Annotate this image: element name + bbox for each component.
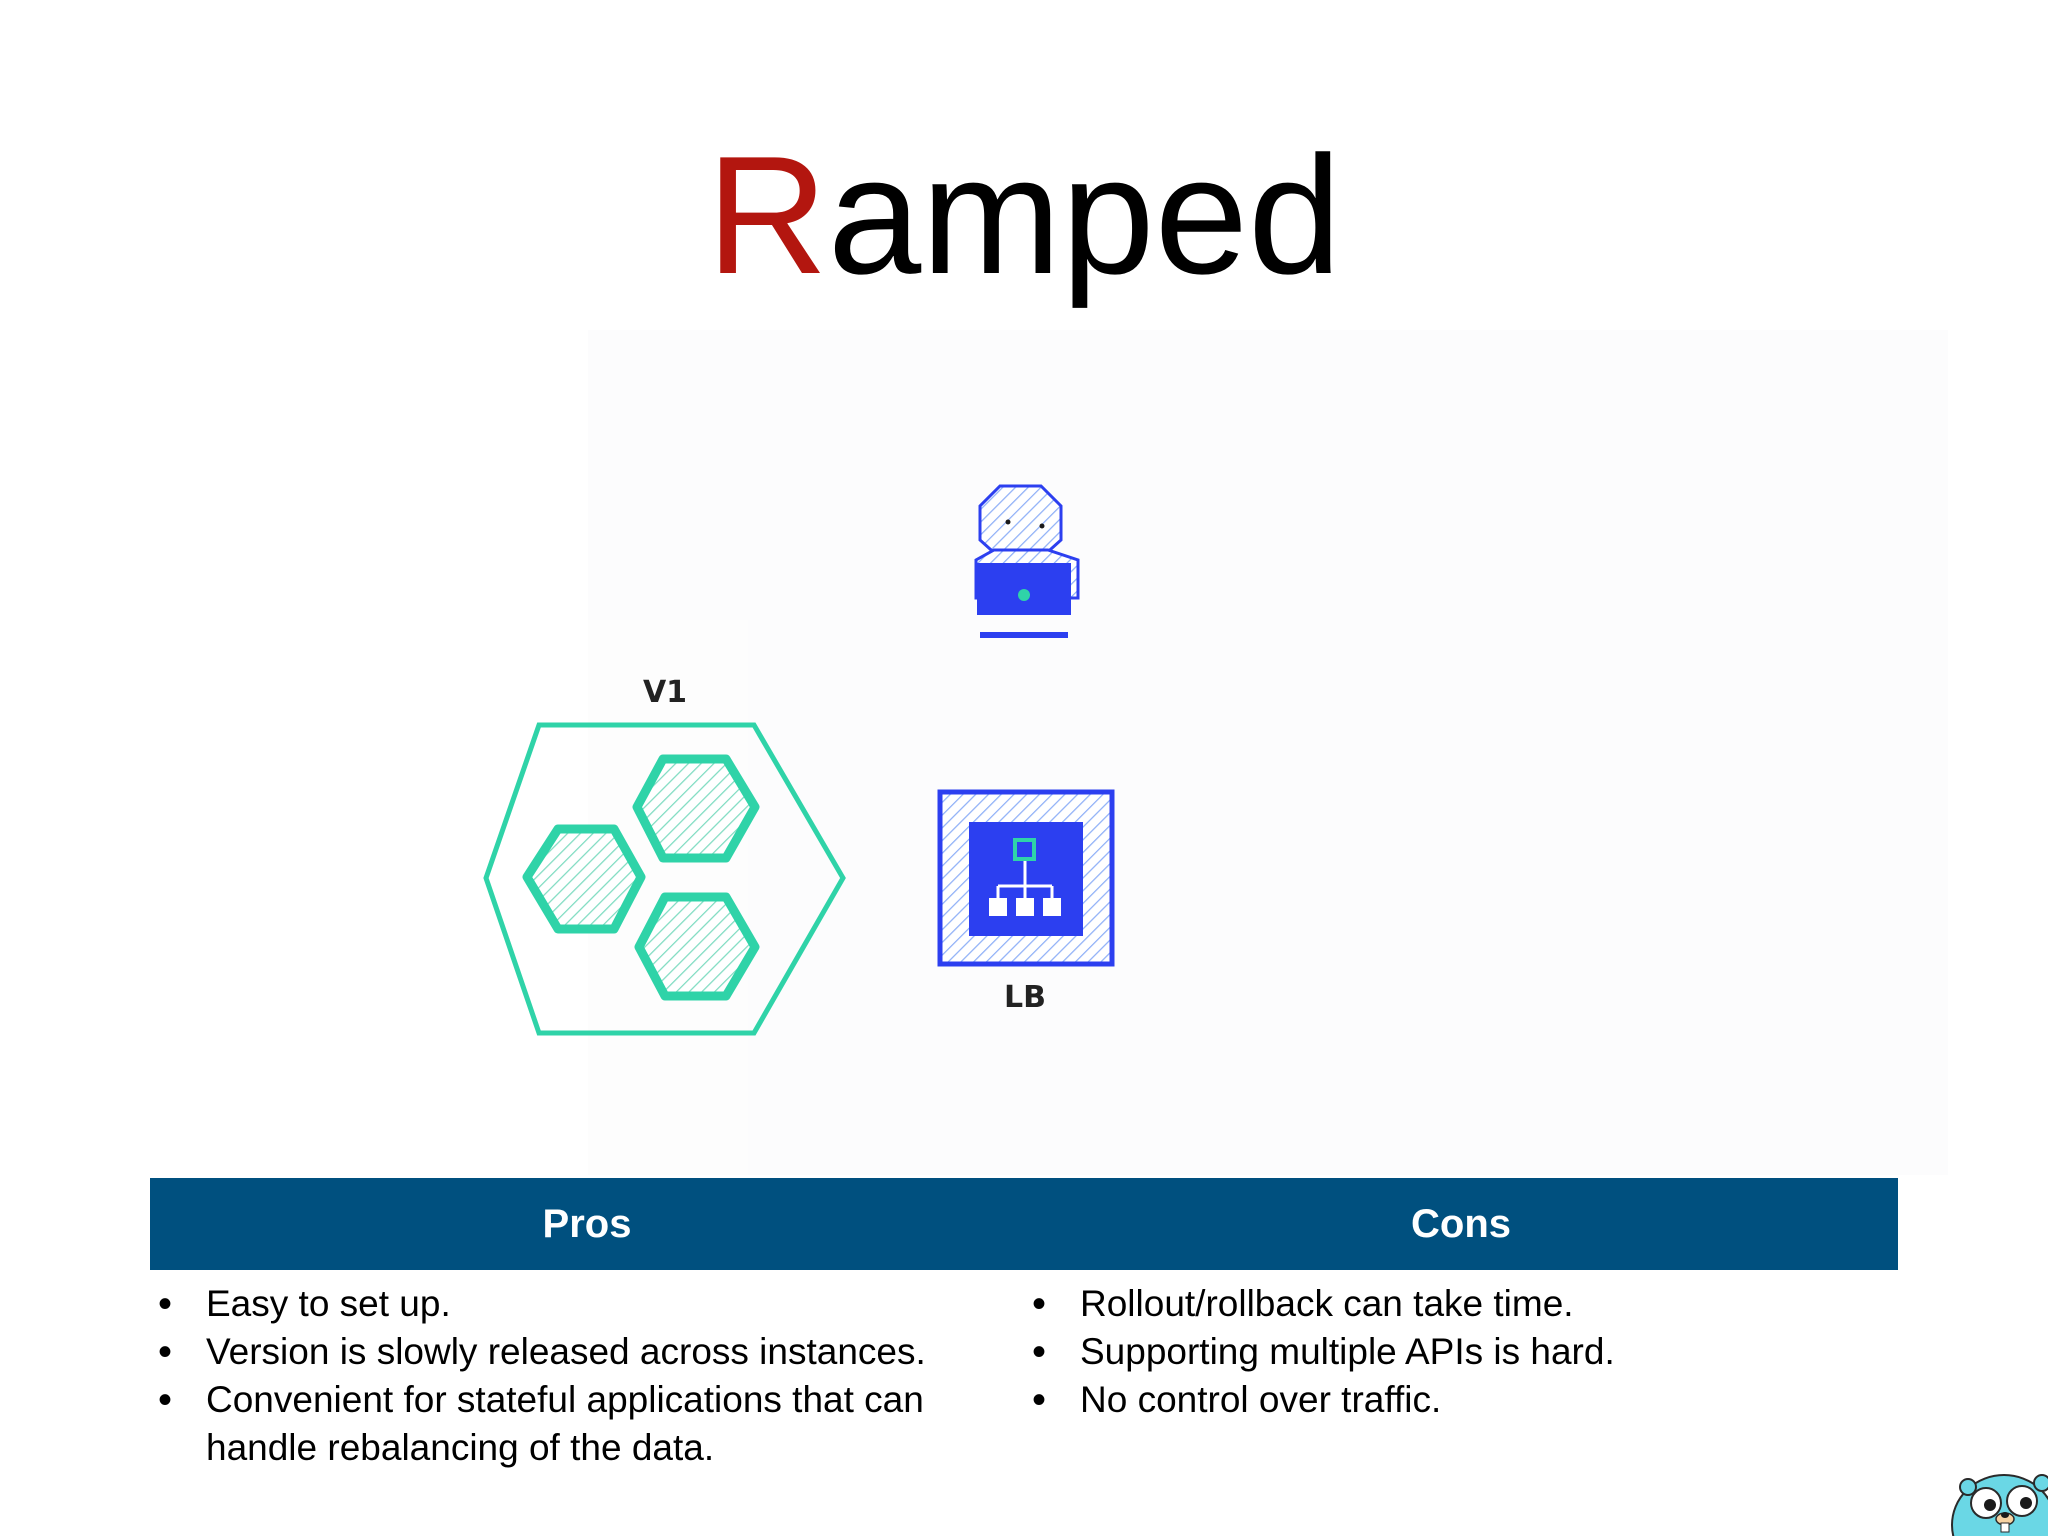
- list-item: Convenient for stateful applications tha…: [150, 1376, 1010, 1472]
- hexagon-cluster-icon: [483, 722, 846, 1036]
- list-item: Version is slowly released across instan…: [150, 1328, 1010, 1376]
- load-balancer-icon: [937, 789, 1115, 967]
- user-laptop-icon: [974, 484, 1080, 638]
- pros-list: Easy to set up. Version is slowly releas…: [150, 1280, 1010, 1472]
- list-item: Supporting multiple APIs is hard.: [1024, 1328, 1884, 1376]
- title-first-letter: R: [706, 121, 828, 309]
- list-item: Rollout/rollback can take time.: [1024, 1280, 1884, 1328]
- gopher-mascot-icon: [1951, 1474, 2048, 1536]
- version-label: V1: [642, 675, 688, 710]
- cons-header: Cons: [1411, 1202, 1511, 1246]
- pros-cons-header: Pros Cons: [150, 1178, 1898, 1270]
- pros-header: Pros: [542, 1202, 632, 1246]
- list-item: No control over traffic.: [1024, 1376, 1884, 1424]
- diagram-background: [588, 330, 1948, 1175]
- list-item: Easy to set up.: [150, 1280, 1010, 1328]
- slide-title: Ramped: [0, 115, 2048, 315]
- cons-list: Rollout/rollback can take time. Supporti…: [1024, 1280, 1884, 1424]
- title-rest: amped: [827, 121, 1342, 309]
- load-balancer-label: LB: [1004, 980, 1046, 1015]
